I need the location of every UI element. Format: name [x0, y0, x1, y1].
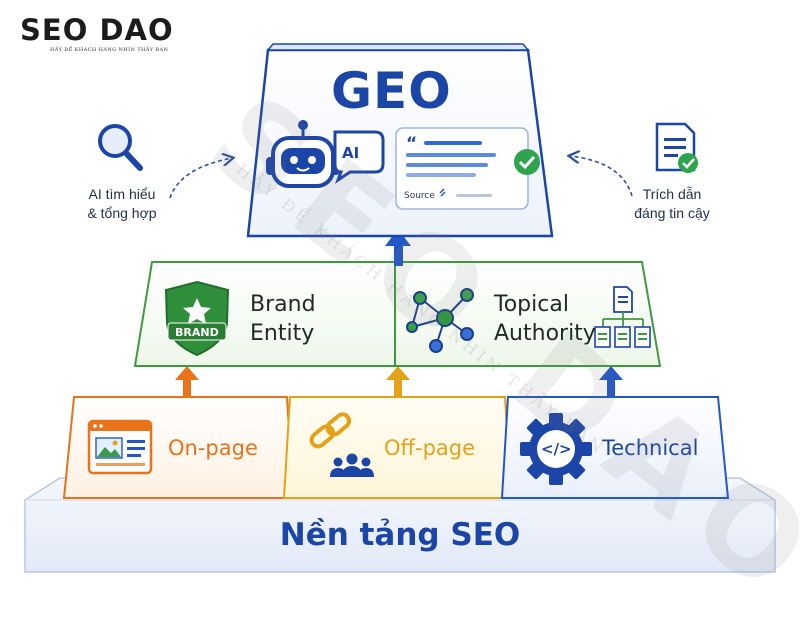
document-tree-icon	[594, 286, 651, 348]
magnifier-icon	[98, 124, 143, 171]
citation-card-icon	[395, 127, 540, 210]
trusted-citation-label: Trích dẫn đáng tin cậy	[620, 185, 724, 223]
ai-research-label-line2: & tổng hợp	[87, 205, 157, 221]
offpage-label: Off-page	[384, 436, 476, 460]
logo-tagline: HÃY ĐỂ KHÁCH HÀNG NHÌN THẤY BẠN	[50, 47, 169, 53]
technical-label: Technical	[602, 436, 699, 460]
arrow-technical-to-topical	[599, 366, 623, 398]
quote-mark: “	[406, 134, 418, 154]
arrow-onpage-to-brand	[175, 366, 199, 398]
seo-foundation-platform	[24, 477, 776, 573]
brand-entity-label: Brand Entity	[250, 290, 316, 348]
logo-title: SEO DAO	[20, 13, 174, 47]
network-graph-icon	[406, 288, 474, 353]
arrow-middle-to-geo	[385, 229, 411, 266]
seo-foundation-label: Nền tảng SEO	[279, 517, 521, 553]
topical-authority-block	[394, 261, 662, 367]
source-label: Source	[404, 191, 435, 201]
topical-authority-line1: Topical	[494, 292, 569, 317]
webpage-icon	[87, 419, 153, 475]
brand-entity-line2: Entity	[250, 321, 315, 346]
arrow-offpage-to-middle	[386, 366, 410, 398]
ai-research-label-line1: AI tìm hiểu	[88, 186, 156, 202]
robot-icon	[266, 120, 340, 188]
link-and-community-icon	[309, 412, 374, 477]
topical-authority-label: Topical Authority	[494, 290, 596, 348]
dashed-arrow-left	[169, 158, 232, 199]
brand-badge-text: BRAND	[175, 326, 219, 339]
geo-title: GEO	[331, 62, 452, 120]
trusted-citation-label-line1: Trích dẫn	[642, 186, 702, 202]
ai-bubble-text: AI	[342, 144, 360, 162]
brand-entity-line1: Brand	[250, 292, 316, 317]
onpage-label: On-page	[168, 436, 258, 460]
brand-shield-icon	[164, 280, 230, 357]
seo-dao-logo: SEO DAO HÃY ĐỂ KHÁCH HÀNG NHÌN THẤY BẠN	[20, 14, 174, 53]
document-check-icon	[655, 122, 698, 173]
gear-code-icon	[520, 413, 592, 485]
ai-speech-bubble-icon	[333, 130, 385, 184]
ai-research-label: AI tìm hiểu & tổng hợp	[70, 185, 174, 223]
seo-geo-pyramid-diagram	[24, 43, 776, 573]
topical-authority-line2: Authority	[494, 321, 596, 346]
trusted-citation-label-line2: đáng tin cậy	[634, 205, 710, 221]
code-symbol: </>	[541, 440, 572, 458]
